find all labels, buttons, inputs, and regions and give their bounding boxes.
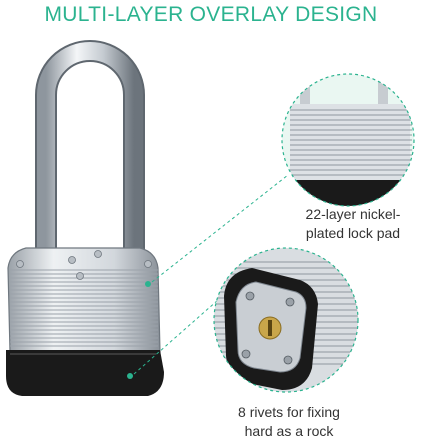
zoom-lock-pad-image [281, 73, 415, 207]
callout-line-rivets [133, 299, 219, 375]
caption-rivets-line1: 8 rivets for fixing [238, 404, 340, 420]
caption-lock-pad-line2: plated lock pad [305, 225, 401, 241]
caption-rivets: 8 rivets for fixing hard as a rock [214, 403, 364, 441]
caption-lock-pad-line1: 22-layer nickel- [305, 206, 401, 222]
rivets [16, 250, 152, 280]
callout-line-lock-pad [151, 174, 289, 283]
rubber-bumper [6, 350, 164, 396]
lock-body [6, 247, 164, 396]
zoom-rivets-image [213, 247, 359, 393]
caption-rivets-line2: hard as a rock [244, 423, 334, 439]
callout-dot-rivets [127, 373, 133, 379]
callout-dot-lock-pad [145, 281, 151, 287]
shackle [35, 40, 145, 270]
caption-lock-pad: 22-layer nickel- plated lock pad [288, 205, 418, 243]
page-title: MULTI-LAYER OVERLAY DESIGN [44, 3, 378, 26]
